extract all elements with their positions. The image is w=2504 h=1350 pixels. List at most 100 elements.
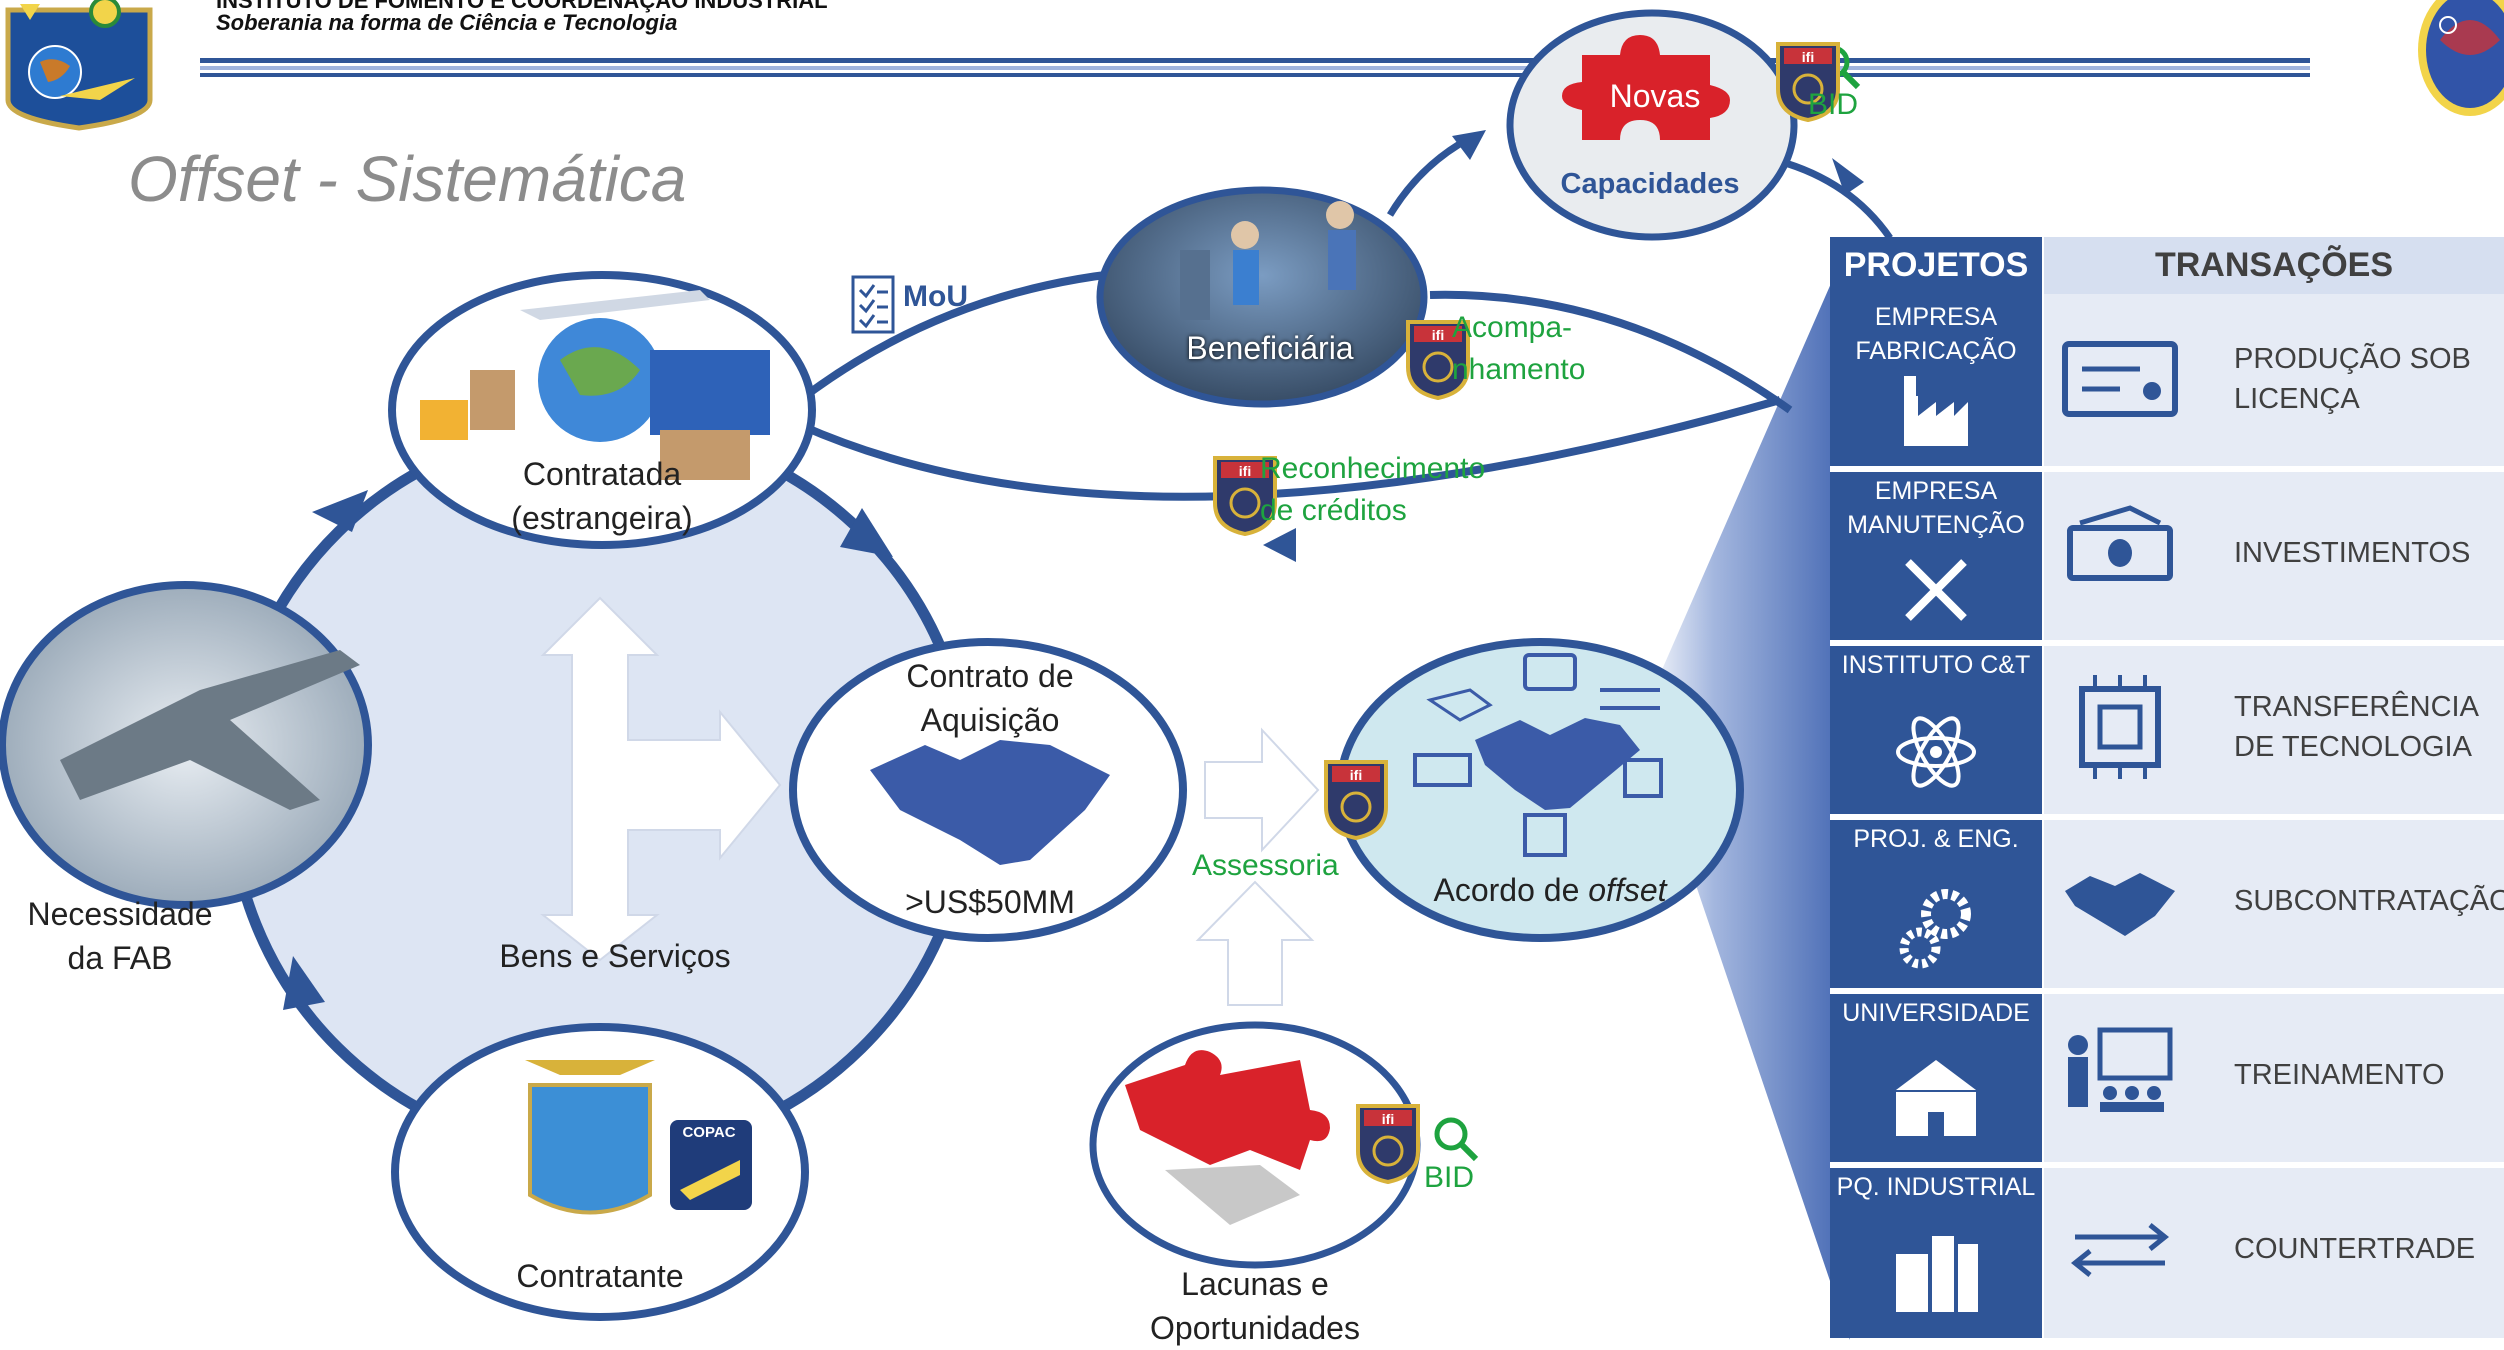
ifi-emblem-logo (2418, 0, 2504, 116)
contratada-node (388, 271, 816, 549)
contrato-node (789, 638, 1187, 942)
contratante-label: Contratante (516, 1258, 684, 1294)
org-name: INSTITUTO DE FOMENTO E COORDENAÇÃO INDUS… (216, 0, 828, 13)
search-icon (1434, 1117, 1479, 1162)
ifi-badge-icon: ifi (1406, 320, 1470, 401)
projeto-label-line1: INSTITUTO C&T (1841, 651, 2031, 679)
projetos-header: PROJETOS (1843, 246, 2029, 284)
novas-label: Novas (1609, 78, 1701, 114)
necessidade-node (0, 581, 372, 909)
ifi-badges: ifi ifi ifi ifi ifi (1213, 42, 1840, 1185)
projects-table (1830, 237, 2504, 1338)
ifi-badge-text: ifi (1382, 1111, 1394, 1127)
lacunas-label-line1: Lacunas e (1181, 1266, 1329, 1302)
beneficiaria-node (1096, 186, 1428, 408)
transacao-label: PRODUÇÃO SOB LICENÇA (2234, 339, 2504, 419)
contrato-label-line2: Aquisição (920, 702, 1060, 738)
atom-icon (1896, 716, 1976, 788)
transacao-label: SUBCONTRATAÇÃO (2234, 881, 2504, 921)
mou-label: MoU (903, 280, 968, 313)
acordo-label-italic: offset (1588, 872, 1667, 908)
money-icon (2067, 505, 2173, 581)
projeto-label: INSTITUTO C&T (1830, 648, 2042, 682)
bid-label-bottom: BID (1424, 1161, 1475, 1194)
university-icon (1896, 1060, 1976, 1136)
handshake-icon (2065, 873, 2175, 936)
acompanhamento-label: Acompa- nhamento (1452, 307, 1585, 391)
acordo-node (1336, 638, 1744, 942)
exchange-arrows-icon (2070, 1223, 2170, 1277)
ifi-badge-icon: ifi (1213, 456, 1277, 537)
projeto-label-line1: PROJ. & ENG. (1853, 825, 2019, 853)
reconhecimento-line1: Reconhecimento (1260, 452, 1486, 485)
projeto-label: PROJ. & ENG. (1830, 822, 2042, 856)
chip-icon (2079, 675, 2161, 779)
transacao-label-line2: DE TECNOLOGIA (2234, 731, 2472, 763)
transacao-label-line1: TRANSFERÊNCIA (2234, 691, 2479, 723)
projeto-label-line1: PQ. INDUSTRIAL (1836, 1173, 2036, 1201)
contratada-label: Contratada (estrangeira) (452, 452, 752, 540)
transacao-label-line1: PRODUÇÃO SOB (2234, 343, 2471, 375)
institute-logo (5, 0, 153, 131)
projeto-label-line1: UNIVERSIDADE (1842, 999, 2030, 1027)
transacao-label-line1: TREINAMENTO (2234, 1059, 2445, 1091)
assessoria-arrows (1195, 727, 1320, 1006)
acordo-label: Acordo de offset (1400, 868, 1700, 912)
transacoes-header: TRANSAÇÕES (2154, 246, 2394, 284)
page-title: Offset - Sistemática (128, 143, 687, 215)
reconhecimento-label: Reconhecimento de créditos (1260, 448, 1485, 532)
projeto-label-line2: MANUTENÇÃO (1847, 511, 2025, 539)
beneficiaria-label: Beneficiária (1186, 330, 1354, 366)
ifi-badge-icon: ifi (1324, 760, 1388, 841)
capacidades-label: Capacidades (1560, 168, 1740, 200)
row-divider (1830, 988, 2504, 994)
ifi-badge-icon: ifi (1776, 42, 1840, 123)
acordo-label-prefix: Acordo de (1433, 872, 1589, 908)
capacidades-arrows (1386, 130, 1893, 240)
projeto-label: EMPRESA MANUTENÇÃO (1830, 474, 2042, 542)
contratada-label-line1: Contratada (522, 456, 682, 492)
bens-servicos-arrow (540, 596, 782, 962)
tools-icon (1905, 559, 1967, 621)
transacao-label: COUNTERTRADE (2234, 1229, 2504, 1269)
copac-label: COPAC (682, 1124, 736, 1141)
table-row-dividers (1830, 466, 2504, 1168)
org-tagline: Soberania na forma de Ciência e Tecnolog… (216, 10, 678, 35)
training-icon (2068, 1027, 2173, 1112)
projeto-label-line1: EMPRESA (1874, 477, 1998, 505)
acompanhamento-line1: Acompa- (1452, 311, 1573, 344)
transacao-label: TREINAMENTO (2234, 1055, 2504, 1095)
necessidade-label-line2: da FAB (67, 940, 173, 976)
assessoria-label: Assessoria (1192, 849, 1339, 882)
contrato-value: >US$50MM (905, 884, 1075, 920)
bens-servicos-label: Bens e Serviços (499, 938, 731, 974)
buildings-icon (1896, 1236, 1978, 1312)
transacao-label-line1: COUNTERTRADE (2234, 1233, 2476, 1265)
gears-icon (1899, 889, 1971, 969)
novas-capacidades-node (1506, 9, 1798, 241)
transacao-label: INVESTIMENTOS (2234, 533, 2504, 573)
ifi-badge-text: ifi (1802, 49, 1814, 65)
license-certificate-icon (2062, 341, 2178, 417)
ifi-badge-text: ifi (1350, 767, 1362, 783)
factory-icon (1904, 376, 1968, 446)
contratante-node (391, 1023, 809, 1321)
lacunas-label: Lacunas e Oportunidades (1100, 1262, 1410, 1350)
ifi-badge-icon: ifi (1356, 1104, 1420, 1185)
row-divider (1830, 640, 2504, 646)
contrato-label-line1: Contrato de (906, 658, 1074, 694)
row-divider (1830, 814, 2504, 820)
necessidade-label: Necessidade da FAB (0, 892, 240, 980)
ifi-badge-text: ifi (1432, 327, 1444, 343)
acompanhamento-line2: nhamento (1452, 353, 1586, 386)
contrato-label: Contrato de Aquisição (840, 654, 1140, 742)
transacao-label-line2: LICENÇA (2234, 383, 2360, 415)
transacao-label: TRANSFERÊNCIA DE TECNOLOGIA (2234, 687, 2504, 767)
necessidade-label-line1: Necessidade (27, 896, 213, 932)
lacunas-node (1089, 1021, 1421, 1269)
header-rule (200, 58, 2310, 77)
projeto-label-line2: FABRICAÇÃO (1855, 337, 2017, 365)
table-icons (1896, 341, 2178, 1312)
